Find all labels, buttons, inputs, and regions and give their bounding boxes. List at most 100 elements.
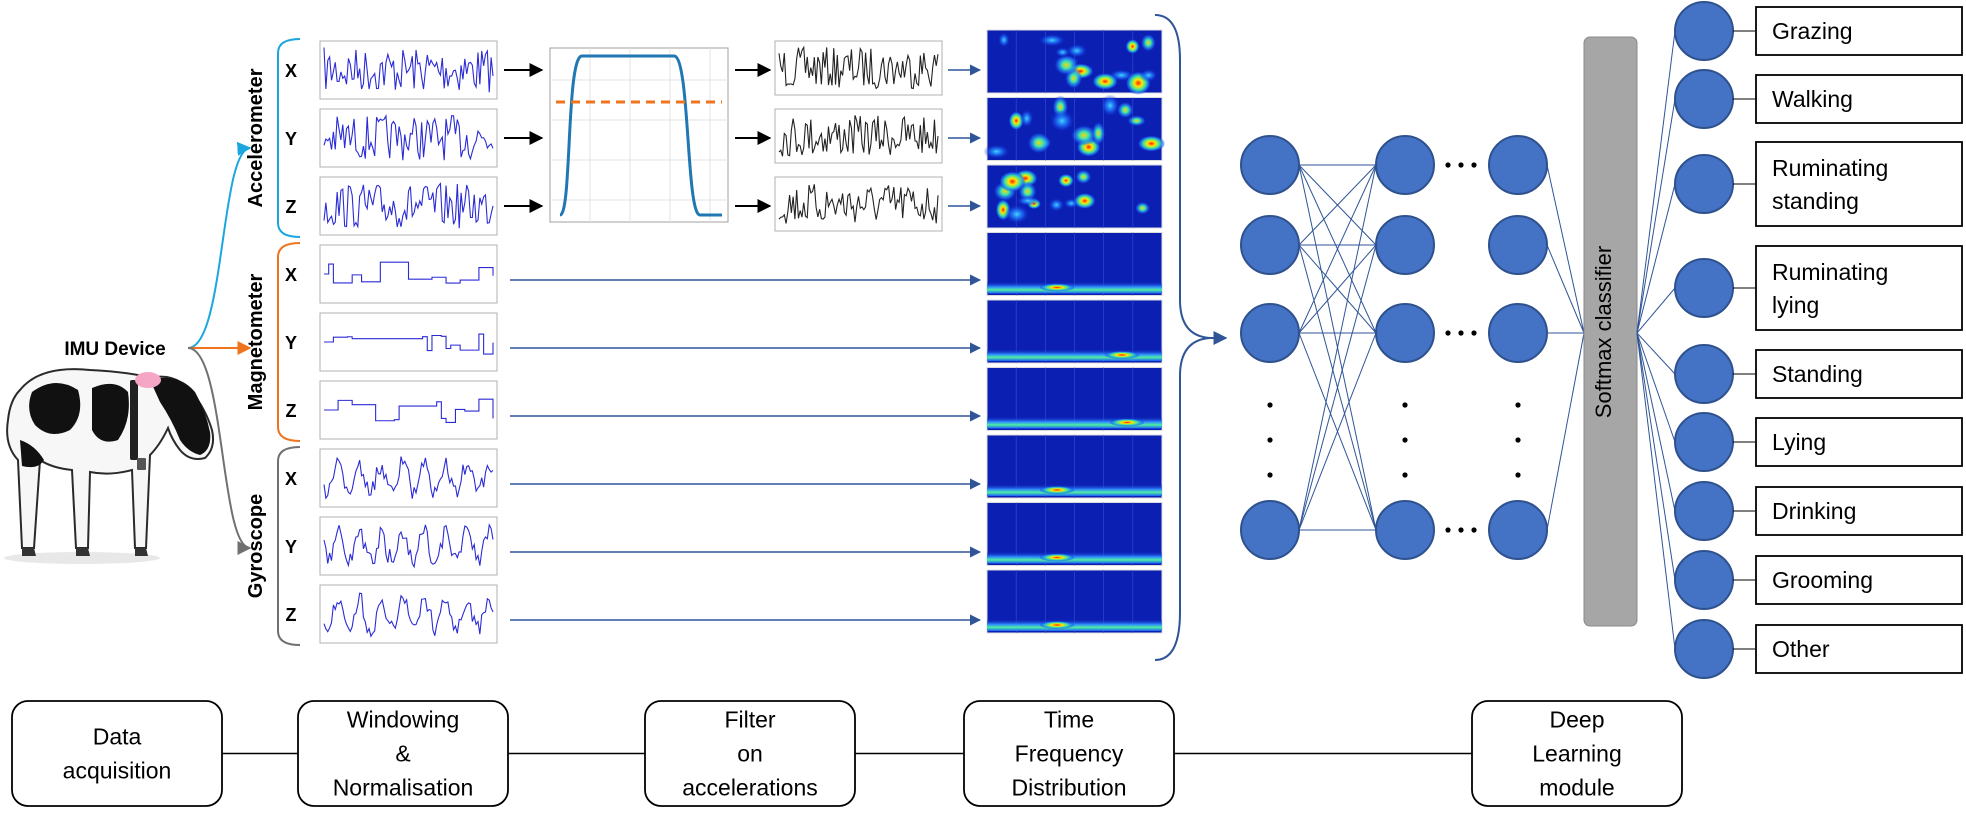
class-label: Walking: [1772, 86, 1853, 112]
softmax-classifier-label: Softmax classifier: [1591, 246, 1616, 418]
softmax-connection: [1636, 332, 1676, 375]
tfd-blob: [1019, 109, 1034, 128]
class-label: Other: [1772, 636, 1830, 662]
tfd-blob: [1116, 101, 1134, 119]
tfd-hotspot: [1109, 418, 1145, 427]
softmax-connection: [1636, 332, 1676, 650]
nn-ellipsis-dot: [1267, 437, 1273, 443]
nn-connection: [1298, 244, 1377, 334]
nn-node: [1375, 135, 1435, 195]
nn-connection: [1298, 164, 1377, 531]
tfd-blob: [1125, 38, 1140, 54]
tfd-hotspot: [1104, 351, 1140, 359]
pipeline-stages: Data acquisition Windowing&Normalisation Fi…: [11, 700, 1683, 807]
pipeline-stage: Windowing&Normalisation: [297, 700, 509, 807]
raw-signal-line: [323, 182, 494, 229]
class-box: [1755, 245, 1963, 331]
signal-row: [319, 516, 982, 576]
nn-connection: [1546, 332, 1585, 531]
pipeline-label-line: Frequency: [1015, 741, 1124, 767]
tfd-blob: [1070, 124, 1098, 146]
tfd-blob: [1139, 68, 1158, 82]
nn-node: [1375, 500, 1435, 560]
softmax-connection: [1636, 98, 1676, 334]
tfd-blob: [1092, 72, 1118, 90]
filtered-signal-line: [778, 45, 939, 90]
pipeline-box: [11, 700, 223, 807]
raw-signal-line: [323, 456, 494, 500]
output-class-standing: Standing: [1636, 332, 1963, 404]
nn-ellipsis-dot: [1515, 402, 1521, 408]
output-class-lying: Lying: [1636, 332, 1963, 472]
pipeline-label-line: Windowing: [347, 707, 460, 733]
class-label-line: Ruminating: [1772, 259, 1888, 285]
nn-node: [1240, 500, 1300, 560]
pipeline-label-line: Data: [93, 724, 142, 750]
tfd-collect-brace: [1154, 14, 1211, 661]
signal-rows: [319, 40, 982, 644]
class-label-line: lying: [1772, 292, 1819, 318]
tfd-blob: [1073, 192, 1096, 209]
tfd-blob: [1091, 121, 1106, 146]
class-box: [1755, 349, 1963, 399]
tfd-hotspot: [1039, 486, 1075, 494]
class-label: Standing: [1772, 361, 1863, 387]
softmax-connection: [1636, 183, 1676, 334]
tfd-map: [986, 569, 1163, 634]
raw-signal-line: [323, 592, 494, 638]
axis-label: Z: [286, 605, 297, 625]
sensor-label: Accelerometer: [245, 68, 267, 207]
nn-node: [1240, 135, 1300, 195]
output-node: [1674, 550, 1734, 610]
raw-signal-line: [324, 261, 494, 284]
raw-signal-plot: [319, 516, 498, 576]
tfd-blob: [1134, 201, 1151, 215]
signal-row: [319, 108, 982, 168]
axis-label: Z: [286, 197, 297, 217]
tfd-blob: [1066, 43, 1088, 58]
class-label: Drinking: [1772, 498, 1856, 524]
output-node: [1674, 258, 1734, 318]
tfd-blob: [1140, 33, 1156, 52]
class-label-line: standing: [1772, 188, 1859, 214]
tfd-blob: [1137, 135, 1166, 152]
raw-signal-plot: [319, 312, 498, 372]
raw-signal-line: [324, 333, 494, 355]
output-node: [1674, 619, 1734, 679]
nn-ellipsis-dot: [1402, 437, 1408, 443]
pipeline-label-line: acquisition: [63, 758, 172, 784]
pipeline-box: [297, 700, 509, 807]
class-box: [1755, 417, 1963, 467]
class-label-line: Ruminating: [1772, 155, 1888, 181]
nn-ellipsis-dot: [1458, 330, 1464, 336]
signal-row: [319, 380, 982, 440]
sensor-label: Magnetometer: [245, 273, 267, 410]
nn-node: [1488, 135, 1548, 195]
softmax-connection: [1636, 287, 1676, 334]
nn-ellipsis-dot: [1458, 162, 1464, 168]
filtered-signal-line: [778, 115, 939, 157]
output-class-grooming: Grooming: [1636, 332, 1963, 610]
nn-connection: [1546, 244, 1585, 334]
pipeline-box: [644, 700, 856, 807]
tfd-maps: [983, 29, 1166, 634]
tfd-map: [983, 94, 1166, 161]
signal-row: [319, 448, 982, 508]
nn-node: [1488, 303, 1548, 363]
nn-connection: [1298, 332, 1377, 531]
softmax-connection: [1636, 332, 1676, 581]
output-class-ruminating-lying: Ruminating lying: [1636, 245, 1963, 334]
sensor-bracket: [277, 242, 301, 442]
tfd-blob: [1049, 109, 1075, 133]
nn-node: [1240, 215, 1300, 275]
pipeline-label-line: Learning: [1532, 741, 1622, 767]
nn-ellipsis-dot: [1267, 402, 1273, 408]
tfd-blob: [1048, 197, 1065, 212]
